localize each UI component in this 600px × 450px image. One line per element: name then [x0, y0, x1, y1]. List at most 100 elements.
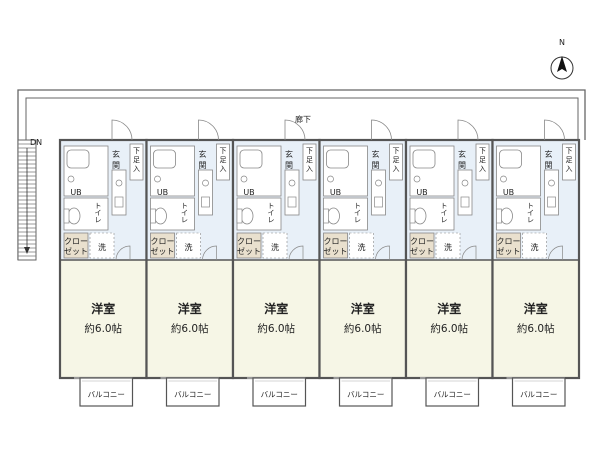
bathtub-icon — [239, 149, 263, 169]
svg-text:下足入: 下足入 — [220, 147, 227, 173]
unit: UBトイレクローゼット洗玄関下足入洋室約6.0帖バルコニー — [145, 119, 235, 407]
shoe-box-label: 下足入 — [220, 147, 227, 173]
room-name: 洋室 — [91, 301, 115, 316]
entrance-label-1: 玄 — [545, 149, 553, 159]
drain-icon — [327, 175, 334, 183]
toilet-tank-icon — [409, 208, 416, 224]
kitchen-counter — [457, 169, 473, 216]
laundry-label: 洗 — [531, 242, 539, 252]
closet — [409, 232, 435, 259]
drain-icon — [154, 175, 161, 183]
closet-label-line2: ゼット — [237, 246, 261, 256]
room-door — [461, 245, 477, 261]
sink-icon — [114, 196, 124, 208]
entrance-label-2: 関 — [372, 161, 380, 170]
room-area — [233, 260, 320, 378]
room-name: 洋室 — [264, 301, 288, 316]
entry-door — [457, 119, 479, 141]
room-name: 洋室 — [351, 301, 375, 316]
room-name: 洋室 — [437, 301, 461, 316]
stove-icon — [461, 179, 469, 187]
closet-label-line1: クロー — [497, 237, 521, 246]
closet-label-line2: ゼット — [410, 246, 434, 256]
shoe-box — [129, 143, 144, 181]
toilet-label: トイレ — [354, 202, 361, 224]
shoe-box — [475, 143, 490, 181]
room-door — [202, 245, 217, 261]
closet-label-line1: クロー — [237, 237, 261, 246]
toilet-label: トイレ — [268, 202, 275, 224]
corridor-label: 廊下 — [295, 114, 311, 124]
room-door — [548, 245, 563, 261]
stairs-icon — [17, 139, 37, 261]
toilet-tank-icon — [496, 208, 502, 224]
entrance-label-2: 関 — [285, 161, 293, 170]
bathtub-icon — [153, 149, 176, 169]
drain-icon — [67, 175, 75, 183]
laundry-label: 洗 — [185, 242, 193, 252]
stairs-label: DN — [30, 138, 42, 147]
unit-bath-label: UB — [70, 188, 81, 197]
closet-label-line1: クロー — [64, 237, 88, 246]
svg-text:下足入: 下足入 — [393, 147, 400, 173]
toilet-label: トイレ — [95, 202, 102, 224]
unit: UBトイレクローゼット洗玄関下足入洋室約6.0帖バルコニー — [491, 119, 581, 407]
entry-door — [284, 119, 306, 141]
shoe-box — [562, 143, 576, 181]
balcony — [511, 377, 566, 407]
room-size: 約6.0帖 — [84, 322, 122, 335]
entry-door — [198, 119, 219, 141]
unit-bath-label: UB — [503, 188, 514, 197]
sink-icon — [201, 196, 210, 208]
shoe-box — [216, 143, 230, 181]
room-door — [288, 245, 304, 261]
entrance-label-1: 玄 — [285, 149, 293, 159]
shoe-box-label: 下足入 — [393, 147, 400, 173]
unit: UBトイレクローゼット洗玄関下足入洋室約6.0帖バルコニー — [58, 119, 148, 407]
entrance-label-2: 関 — [199, 161, 207, 170]
balcony-label: バルコニー — [347, 390, 384, 399]
svg-text:下足入: 下足入 — [306, 147, 313, 173]
laundry-label: 洗 — [271, 242, 279, 252]
svg-text:下足入: 下足入 — [566, 147, 573, 173]
kitchen-counter — [284, 169, 300, 216]
closet — [63, 232, 89, 259]
balcony — [165, 377, 220, 407]
entrance-label-2: 関 — [112, 161, 120, 170]
balcony — [425, 377, 480, 407]
toilet-icon — [154, 207, 167, 225]
shoe-box — [302, 143, 317, 181]
kitchen-counter — [544, 169, 559, 216]
toilet-icon — [500, 207, 513, 225]
closet — [323, 232, 348, 259]
sink-icon — [460, 196, 470, 208]
room-area — [146, 260, 233, 378]
room-area — [60, 260, 147, 378]
room-size: 約6.0帖 — [430, 322, 468, 335]
laundry-space — [522, 232, 547, 259]
bathtub-icon — [326, 149, 349, 169]
unit: UBトイレクローゼット洗玄関下足入洋室約6.0帖バルコニー — [231, 119, 321, 407]
closet-label-line2: ゼット — [497, 246, 521, 256]
laundry-space — [435, 232, 461, 259]
kitchen-counter — [198, 169, 213, 216]
unit-bath-label: UB — [416, 188, 427, 197]
stove-icon — [548, 179, 555, 187]
room-area — [492, 260, 579, 378]
units: UBトイレクローゼット洗玄関下足入洋室約6.0帖バルコニーUBトイレクローゼット… — [58, 119, 581, 407]
toilet-icon — [413, 207, 427, 225]
room-door — [115, 245, 131, 261]
toilet-icon — [67, 207, 81, 225]
unit-bath-label: UB — [243, 188, 254, 197]
closet-label-line1: クロー — [324, 237, 348, 246]
kitchen-counter — [111, 169, 127, 216]
laundry-space — [262, 232, 288, 259]
svg-text:トイレ: トイレ — [354, 202, 361, 224]
bathtub-icon — [66, 149, 90, 169]
room-size: 約6.0帖 — [171, 322, 209, 335]
room-name: 洋室 — [178, 301, 202, 316]
stove-icon — [202, 179, 209, 187]
bathtub-icon — [499, 149, 522, 169]
sink-icon — [287, 196, 297, 208]
